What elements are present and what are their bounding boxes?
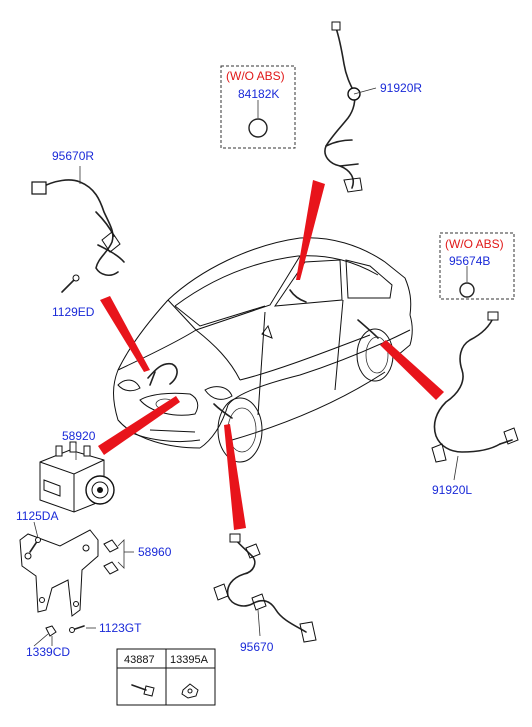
nut-1339CD-illustration (45, 625, 57, 646)
label-95670: 95670 (240, 640, 274, 654)
sensor-95670-illustration (213, 533, 317, 643)
label-1125DA: 1125DA (16, 509, 58, 523)
pointer-wedge-91920R (296, 180, 325, 280)
label-1129ED: 1129ED (52, 305, 95, 319)
label-wo-abs-top: (W/O ABS) (226, 69, 285, 83)
bracket-58960-illustration (19, 529, 134, 617)
bolt-1129ED-illustration (61, 274, 80, 293)
label-58920: 58920 (62, 429, 96, 443)
bolt-1123GT-illustration (69, 625, 96, 633)
pointer-wedge-95670 (224, 424, 246, 530)
label-wo-abs-right: (W/O ABS) (445, 237, 504, 251)
label-1123GT: 1123GT (99, 621, 142, 635)
bolt-43887-illustration (131, 684, 155, 697)
table-col-43887: 43887 (124, 654, 155, 666)
label-91920L: 91920L (432, 483, 472, 497)
label-95670R: 95670R (52, 149, 94, 163)
fastener-table (116, 648, 216, 706)
table-col-13395A: 13395A (170, 654, 209, 666)
bolt-1125DA-illustration (29, 521, 41, 553)
label-91920R: 91920R (380, 81, 422, 95)
pointer-wedge-1129ED (100, 296, 150, 372)
label-1339CD: 1339CD (26, 645, 70, 659)
sensor-91920L-illustration (431, 311, 519, 481)
car-illustration (113, 237, 413, 463)
label-95674B: 95674B (449, 254, 490, 268)
sensor-95670R-illustration (31, 179, 125, 277)
pointer-wedges (98, 180, 444, 530)
nut-13395A-illustration (181, 683, 199, 699)
cover-95674B-illustration (459, 282, 475, 298)
leader-lines (33, 100, 468, 647)
label-58960: 58960 (138, 545, 172, 559)
cover-84182K-illustration (248, 118, 268, 138)
label-84182K: 84182K (238, 87, 279, 101)
pointer-wedge-58920 (98, 396, 180, 455)
sensor-91920R-illustration (324, 21, 377, 193)
wo-abs-box-right (439, 232, 515, 300)
pointer-wedge-91920L (380, 340, 444, 400)
wo-abs-box-top (220, 65, 296, 149)
